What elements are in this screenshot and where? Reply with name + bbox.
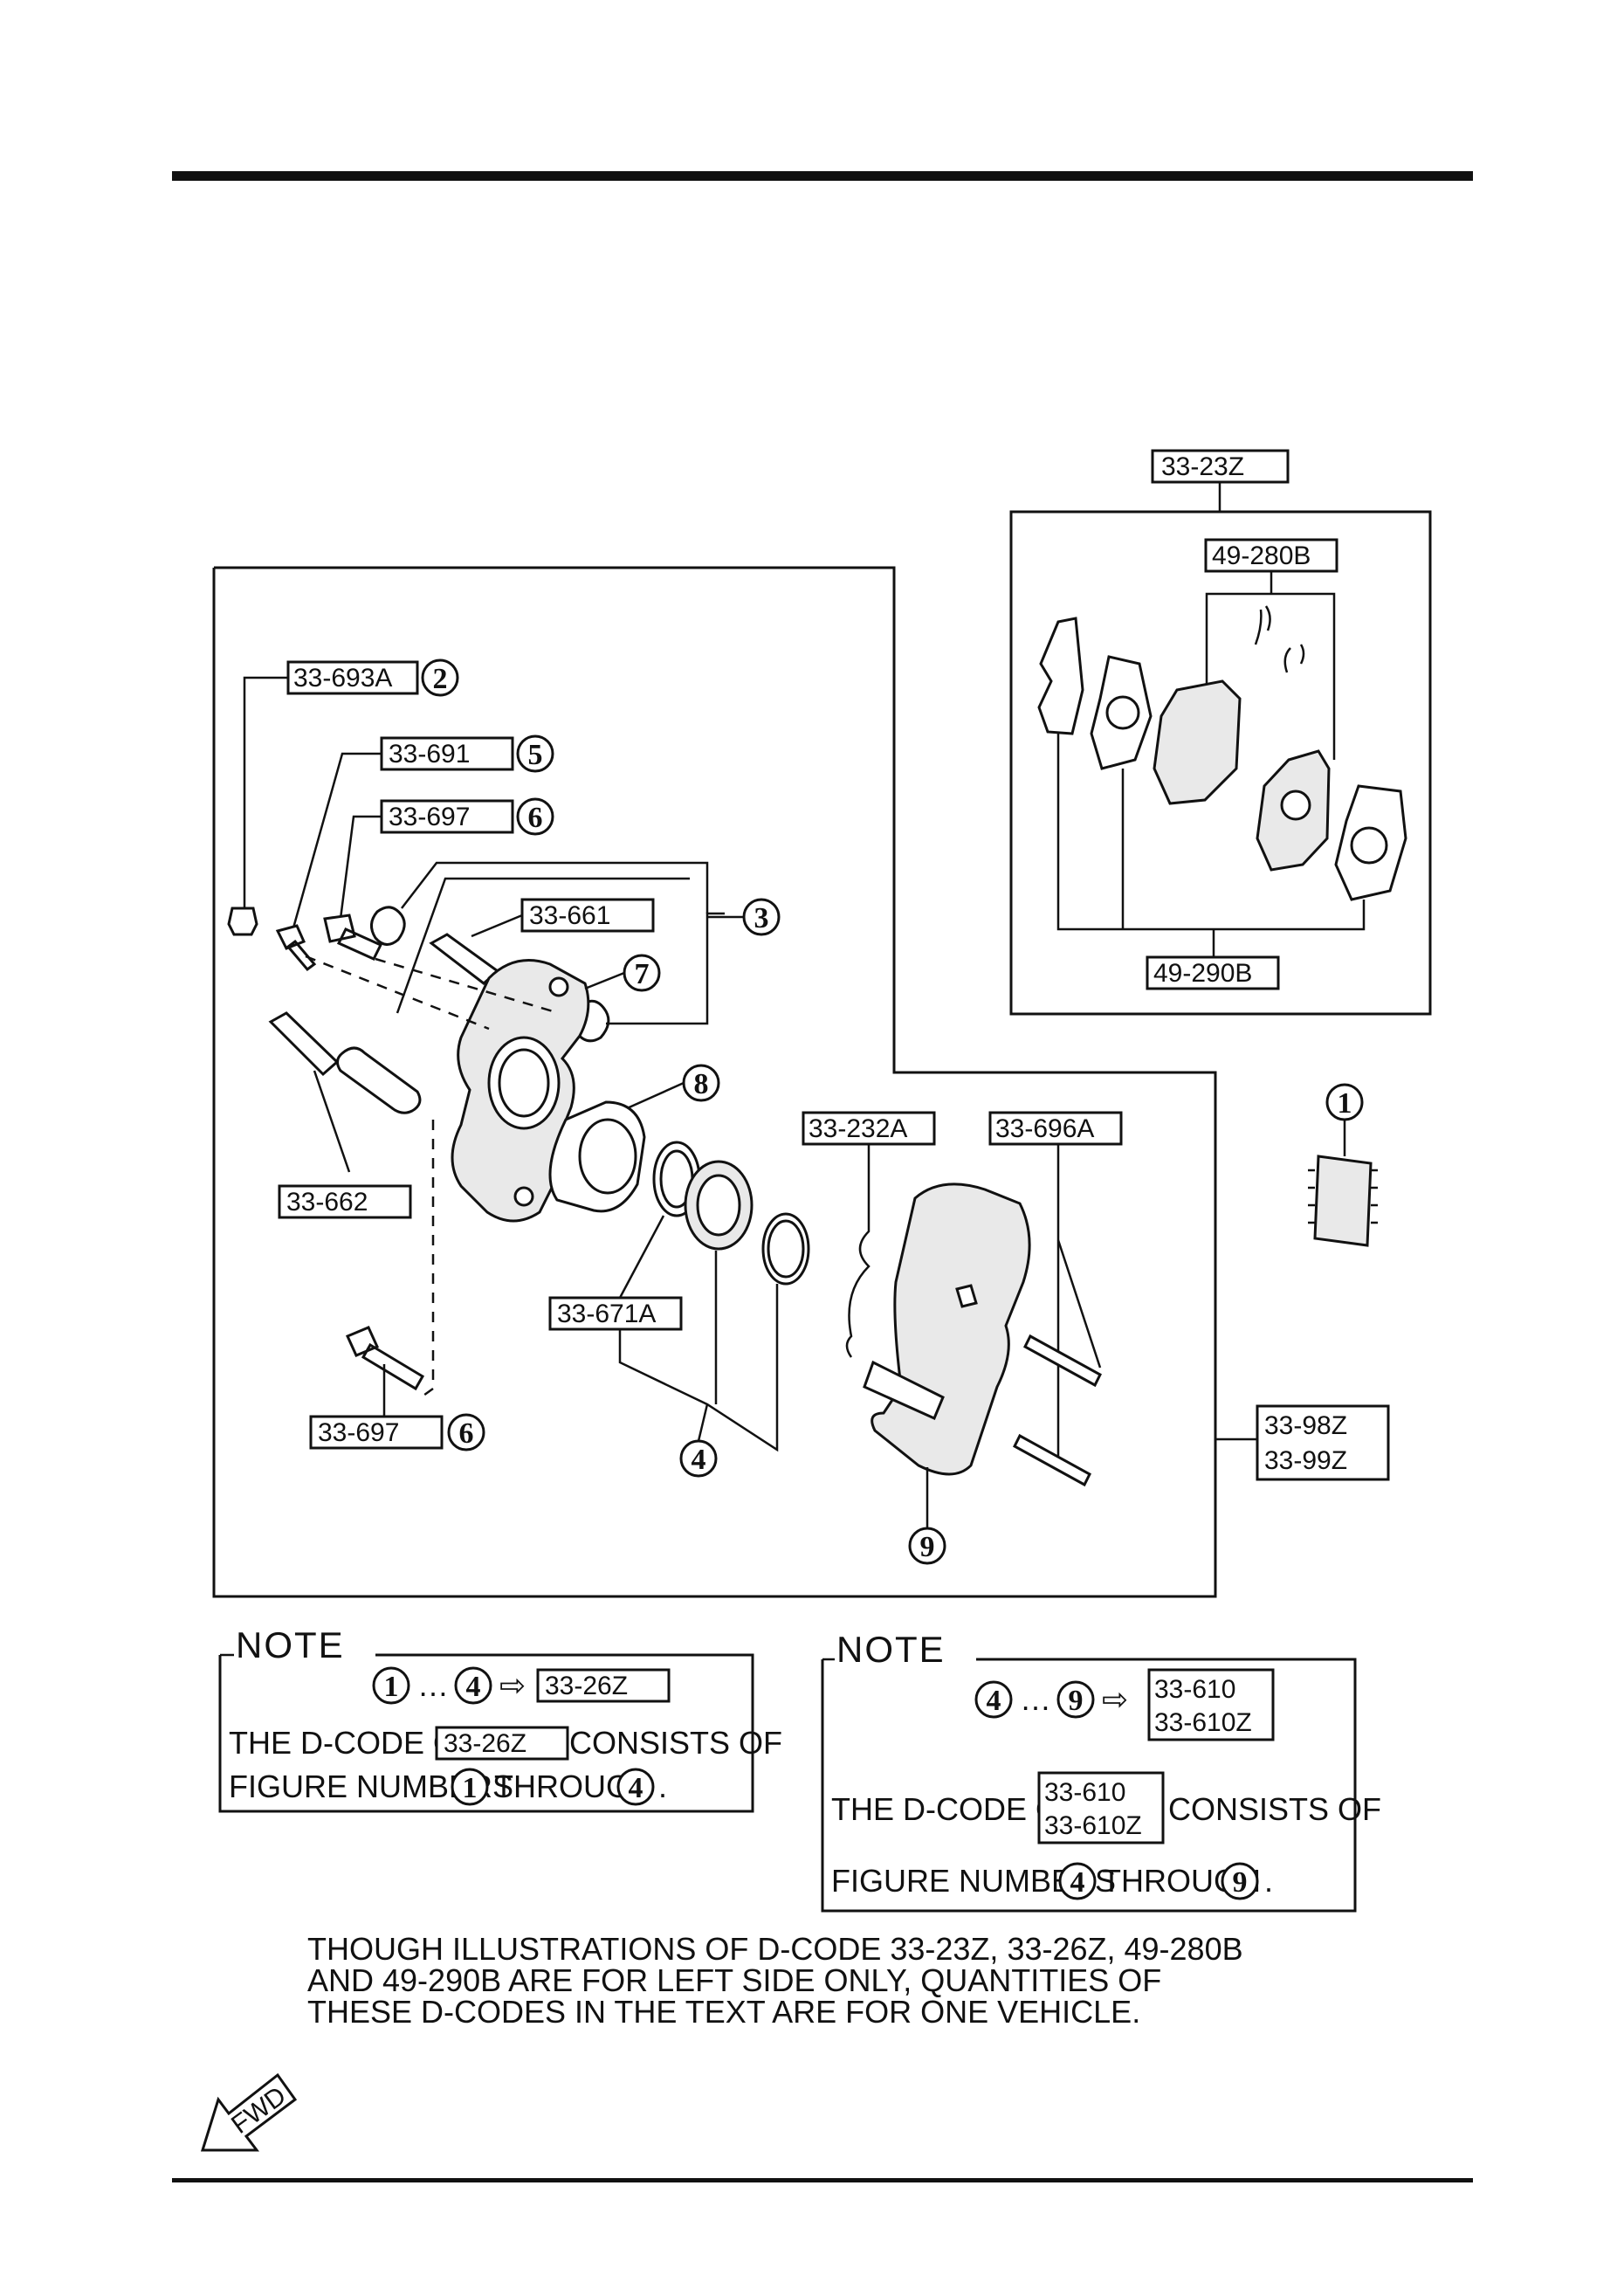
pad-kit-frame <box>1009 510 1432 1016</box>
note-left-title: NOTE <box>236 1624 345 1665</box>
footer-line-2: AND 49-290B ARE FOR LEFT SIDE ONLY, QUAN… <box>307 1962 1161 1998</box>
figure-number-6-top-text: 6 <box>528 802 543 834</box>
figure-number-2 <box>421 658 459 697</box>
figure-number-3-text: 3 <box>754 902 769 934</box>
code-label-33-696a: 33-696A <box>995 1114 1094 1143</box>
note-right-line2-from: 4 <box>1070 1866 1085 1899</box>
note-left-ellipsis: … <box>417 1667 449 1703</box>
figure-number-9 <box>908 1527 946 1565</box>
note-left-line2-from: 1 <box>463 1772 478 1804</box>
note-right-line2-end: . <box>1264 1863 1273 1899</box>
note-right-range-from: 4 <box>987 1685 1001 1717</box>
code-label-33-697-top: 33-697 <box>389 803 470 831</box>
figure-number-6-bottom-text: 6 <box>459 1417 474 1450</box>
figure-number-4-text: 4 <box>692 1444 706 1476</box>
code-label-33-99z: 33-99Z <box>1264 1446 1347 1475</box>
note-right-line2-to: 9 <box>1233 1866 1248 1899</box>
note-left-line2-end: . <box>658 1769 667 1804</box>
note-left-range-to: 4 <box>466 1671 481 1703</box>
code-label-33-691: 33-691 <box>389 740 470 769</box>
outer-shim <box>1037 617 1084 735</box>
guide-pin-lower <box>268 1011 340 1077</box>
code-box-33-661[interactable] <box>520 898 655 933</box>
figure-number-9-text: 9 <box>920 1531 935 1563</box>
code-box-49-290b[interactable] <box>1146 955 1280 990</box>
note-right-range-to: 9 <box>1069 1685 1084 1717</box>
footer-line-1: THOUGH ILLUSTRATIONS OF D-CODE 33-23Z, 3… <box>307 1931 1243 1967</box>
guide-pin-b <box>1013 1433 1091 1487</box>
guide-pin-upper <box>429 933 500 985</box>
note-left-line1-code: 33-26Z <box>444 1729 526 1758</box>
code-box-33-696a[interactable] <box>988 1111 1123 1146</box>
code-label-33-662: 33-662 <box>286 1188 368 1217</box>
code-box-33-697-bottom[interactable] <box>309 1415 444 1450</box>
code-label-49-280b: 49-280B <box>1212 541 1311 570</box>
note-right: NOTE 4 … 9 ⇨ 33-610 33-610Z THE D-CODE O… <box>821 1629 1381 1913</box>
figure-number-2-text: 2 <box>433 663 448 695</box>
figure-number-5-text: 5 <box>528 739 543 771</box>
caliper-mounting-bracket <box>870 1182 1031 1476</box>
code-label-33-697-bottom: 33-697 <box>318 1418 399 1447</box>
code-label-33-98z: 33-98Z <box>1264 1411 1347 1440</box>
dust-boot-upper <box>370 906 406 946</box>
code-box-49-280b[interactable] <box>1204 538 1338 573</box>
note-right-line1-code-a: 33-610 <box>1044 1778 1125 1807</box>
note-left-range-from: 1 <box>384 1671 399 1703</box>
fwd-arrow-icon: FWD <box>200 2072 298 2152</box>
bleeder-cap <box>227 907 258 936</box>
code-box-33-671a[interactable] <box>548 1296 683 1331</box>
bleeder-screw <box>275 924 317 972</box>
note-right-arrow-icon: ⇨ <box>1102 1681 1128 1717</box>
figure-number-4 <box>679 1439 718 1478</box>
note-right-code-b: 33-610Z <box>1154 1708 1252 1737</box>
code-box-33-232a[interactable] <box>802 1111 936 1146</box>
code-label-33-671a: 33-671A <box>557 1300 656 1328</box>
top-rule <box>172 171 1473 181</box>
note-left-line1-suffix: CONSISTS OF <box>569 1725 782 1761</box>
guide-bolt-top <box>323 914 383 961</box>
code-box-33-98z-99z[interactable] <box>1256 1404 1390 1481</box>
figure-number-7-text: 7 <box>635 958 650 990</box>
code-label-33-232a: 33-232A <box>809 1114 907 1143</box>
code-label-33-693a: 33-693A <box>293 664 392 693</box>
note-left: NOTE 1 … 4 ⇨ 33-26Z THE D-CODE OF 33-26Z… <box>218 1624 782 1813</box>
code-label-49-290b: 49-290B <box>1153 959 1252 988</box>
outer-brake-pad <box>1153 679 1242 805</box>
note-right-line1-suffix: CONSISTS OF <box>1168 1791 1381 1827</box>
bottom-rule <box>172 2178 1473 2182</box>
figure-number-5 <box>516 734 554 773</box>
footer-line-3: THESE D-CODES IN THE TEXT ARE FOR ONE VE… <box>307 1994 1140 2030</box>
note-right-ellipsis: … <box>1020 1681 1051 1717</box>
figure-number-1-text: 1 <box>1338 1087 1352 1120</box>
caliper-frame <box>212 566 1217 1598</box>
guide-pin-boot-lower <box>336 1046 422 1114</box>
code-box-33-662[interactable] <box>278 1184 412 1219</box>
grease-packet <box>1313 1155 1373 1247</box>
guide-bolt-bottom <box>345 1326 425 1391</box>
figure-number-8-text: 8 <box>694 1068 709 1100</box>
note-right-title: NOTE <box>836 1629 946 1670</box>
note-left-line2-to: 4 <box>629 1772 643 1804</box>
figure-number-6-top <box>516 797 554 836</box>
note-left-arrow-icon: ⇨ <box>499 1667 526 1703</box>
note-left-code: 33-26Z <box>545 1672 628 1700</box>
note-right-line1-code-b: 33-610Z <box>1044 1811 1142 1840</box>
note-right-code-a: 33-610 <box>1154 1675 1235 1704</box>
figure-number-6-bottom <box>447 1413 485 1451</box>
code-label-33-23z: 33-23Z <box>1161 452 1244 481</box>
guide-pin-a <box>1023 1334 1102 1388</box>
code-label-33-661: 33-661 <box>529 901 610 930</box>
pad-kit-group: 33-23Z 49-280B 49-290B <box>1009 449 1432 1016</box>
